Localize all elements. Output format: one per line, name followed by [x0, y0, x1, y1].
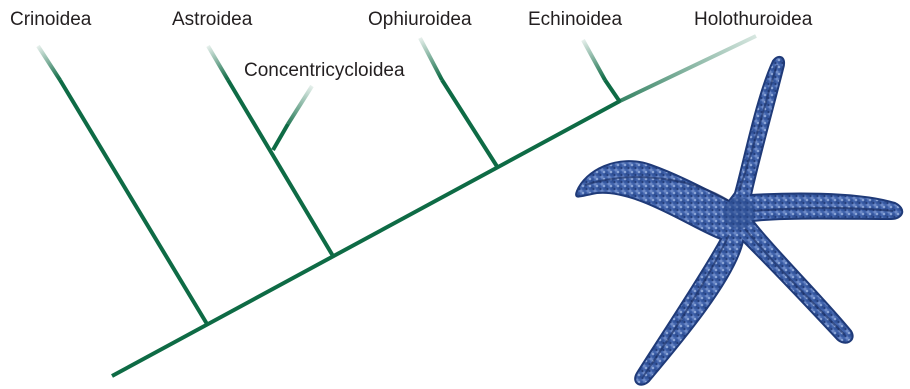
branch-ophiuroidea: [442, 80, 498, 168]
branch-concentricycloidea-fade: [288, 86, 312, 124]
label-ophiuroidea: Ophiuroidea: [368, 10, 472, 29]
branch-concentricycloidea: [273, 124, 288, 150]
branch-crinoidea-fade: [38, 46, 60, 80]
label-holothuroidea: Holothuroidea: [694, 10, 812, 29]
branch-astroidea: [228, 80, 333, 256]
starfish-icon: [576, 57, 902, 385]
branch-ophiuroidea-fade: [420, 38, 442, 80]
branch-crinoidea: [60, 80, 207, 324]
branch-astroidea-fade: [208, 46, 228, 80]
label-echinoidea: Echinoidea: [528, 10, 622, 29]
branch-echinoidea: [605, 80, 620, 102]
branch-echinoidea-fade: [583, 40, 605, 80]
label-concentricycloidea: Concentricycloidea: [244, 61, 405, 80]
label-crinoidea: Crinoidea: [10, 10, 91, 29]
label-astroidea: Astroidea: [172, 10, 252, 29]
